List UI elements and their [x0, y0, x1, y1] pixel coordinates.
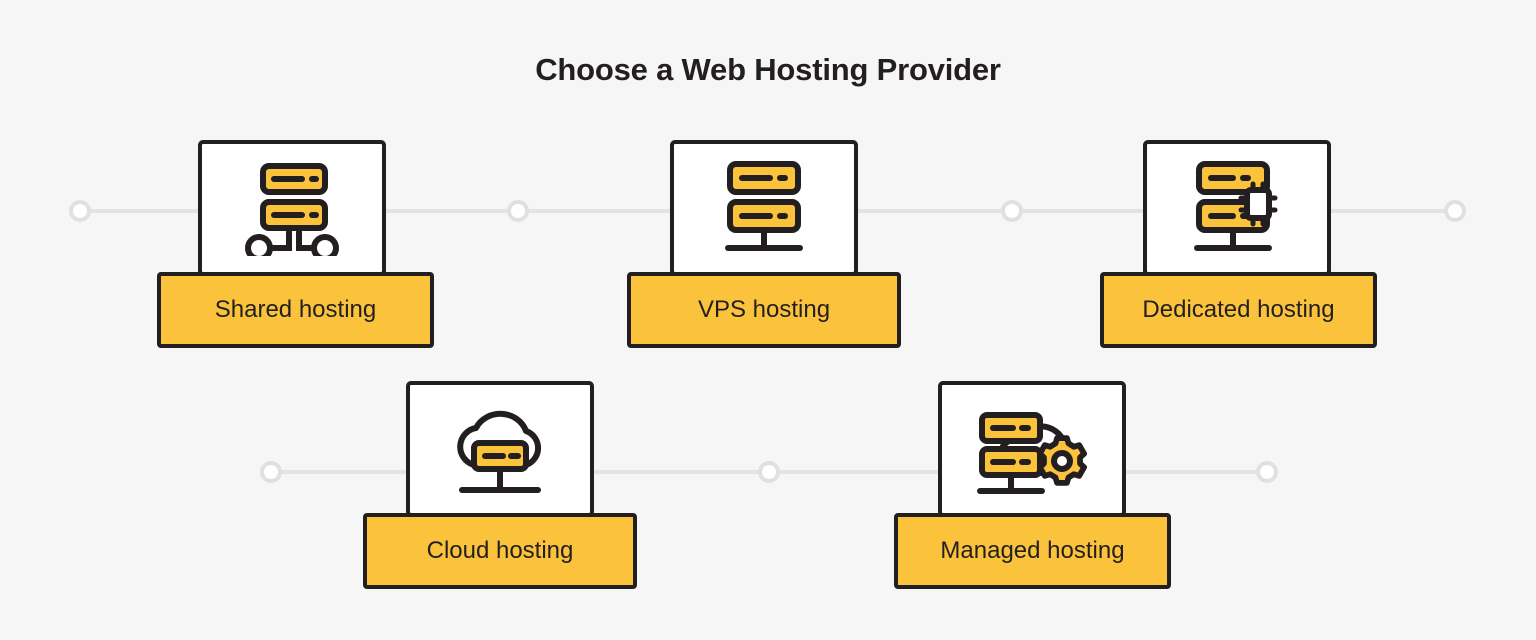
card-label-managed[interactable]: Managed hosting — [894, 513, 1171, 589]
card-label-text: Cloud hosting — [426, 537, 574, 564]
card-label-dedicated[interactable]: Dedicated hosting — [1100, 272, 1377, 348]
rail-node-row1-right — [1444, 200, 1466, 222]
servers-cloud-gear-icon — [972, 399, 1092, 499]
card-panel-shared — [198, 140, 386, 276]
card-label-text: Managed hosting — [940, 537, 1125, 564]
card-panel-managed — [938, 381, 1126, 517]
card-label-text: Shared hosting — [214, 296, 377, 323]
page-title: Choose a Web Hosting Provider — [535, 52, 1001, 87]
card-panel-cloud — [406, 381, 594, 517]
card-label-text: VPS hosting — [697, 296, 831, 323]
card-label-shared[interactable]: Shared hosting — [157, 272, 434, 348]
servers-stand-icon — [712, 160, 816, 256]
servers-cpu-chip-icon — [1185, 160, 1289, 256]
rail-node-row2-middle — [758, 461, 780, 483]
rail-node-row2-left — [260, 461, 282, 483]
card-label-text: Dedicated hosting — [1142, 296, 1335, 323]
servers-network-nodes-icon — [236, 160, 348, 256]
rail-node-row1-left — [69, 200, 91, 222]
card-label-vps[interactable]: VPS hosting — [627, 272, 901, 348]
cloud-server-icon — [442, 399, 558, 499]
card-panel-vps — [670, 140, 858, 276]
rail-node-row1-middle — [507, 200, 529, 222]
rail-node-row1-middle-right — [1001, 200, 1023, 222]
card-label-cloud[interactable]: Cloud hosting — [363, 513, 637, 589]
card-panel-dedicated — [1143, 140, 1331, 276]
rail-node-row2-right — [1256, 461, 1278, 483]
